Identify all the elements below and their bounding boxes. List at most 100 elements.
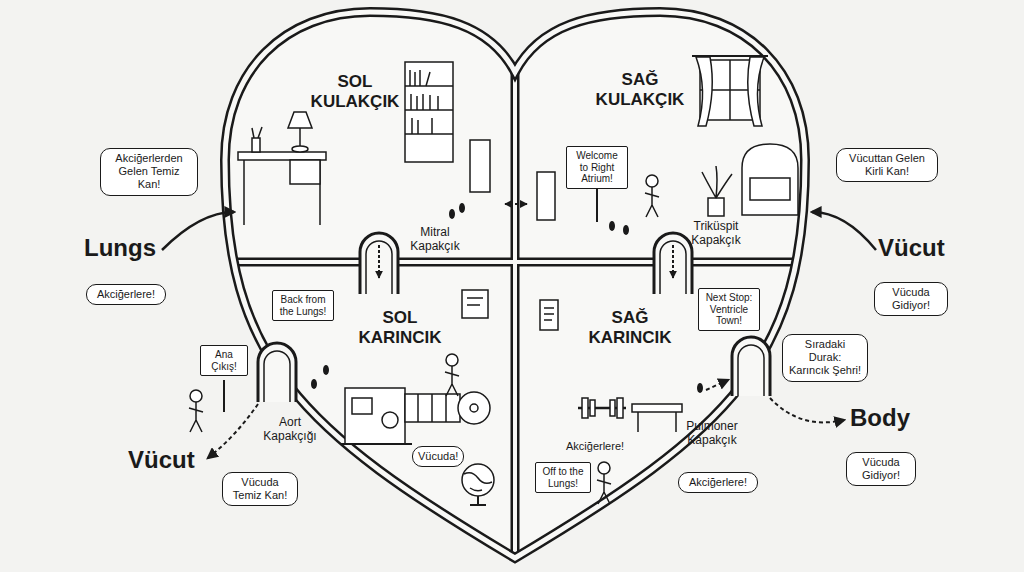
flow-connector [378,245,380,278]
flow-arrow [208,404,258,458]
right-atrium-furniture [623,225,629,235]
speech-bubble: Vücuda Temiz Kan! [222,472,298,506]
left-atrium-furniture [238,152,326,160]
valve-label: Triküspit Kapakçık [684,220,748,248]
right-ventricle-gym [632,404,682,412]
flow-connector [672,245,674,278]
valve-arch [660,241,686,294]
bubble-text: Sıradaki Durak: Karıncık Şehri! [788,338,862,378]
valve-label: Aort Kapakçığı [262,416,318,444]
right-ventricle-gym [540,300,558,330]
bubble-text: Akciğerlerden Gelen Temiz Kan! [106,152,192,192]
left-atrium-furniture [299,128,301,146]
bubble-text: Akciğerlere! [92,288,160,301]
flow-arrow [162,212,234,250]
left-ventricle-machine [462,464,494,496]
left-atrium-furniture [405,62,453,162]
sign-board: Off to the Lungs! [535,462,591,493]
heart-outline [200,60,830,570]
right-ventricle-gym [544,308,554,320]
bubble-text: Vücuda! [418,450,458,463]
speech-bubble: Vücuttan Gelen Kirli Kan! [836,148,938,182]
left-ventricle-machine [340,443,412,445]
chamber-title: SOL KARINCIK [345,308,455,347]
flow-arrow [223,380,225,412]
left-ventricle-machine [345,388,405,444]
heart-outline [200,60,830,570]
right-atrium-furniture [750,178,790,200]
left-ventricle-machine [311,290,494,505]
right-ventricle-gym [697,383,703,393]
right-ventricle-gym [582,398,588,418]
chamber-title: SAĞ KARINCIK [575,308,685,347]
left-ventricle-machine [418,394,446,422]
valve-arch [264,351,290,402]
right-atrium-furniture [696,57,712,126]
left-atrium-furniture [459,203,465,213]
right-ventricle-gym [610,400,615,416]
heart-outline [200,12,830,570]
speech-bubble: Vücuda Gidiyor! [846,452,916,486]
bubble-text: Welcome to Right Atrium! [571,150,623,185]
left-atrium-furniture [288,112,312,128]
valve-arch [366,241,392,294]
heart-outline [225,12,805,558]
bubble-text: Vücuda Temiz Kan! [228,476,292,502]
heart-outline [200,60,830,570]
bubble-text: Back from the Lungs! [277,294,329,317]
bubble-text: Ana Çıkış! [205,349,243,372]
left-ventricle-machine [405,394,460,422]
right-atrium-furniture [692,55,768,57]
heart-outline [225,12,805,558]
right-ventricle-gym [540,300,703,432]
left-ventricle-machine [323,365,329,375]
left-ventricle-machine [467,298,483,305]
left-atrium-furniture [290,160,320,184]
right-atrium-furniture [702,166,732,198]
valve-arch [258,233,770,402]
sign-board: Next Stop: Ventricle Town! [698,288,760,331]
bubble-text: Vücuttan Gelen Kirli Kan! [842,152,932,178]
right-atrium-furniture [742,144,798,215]
right-ventricle-gym [617,398,623,418]
heart-chamber: SOL KULAKÇIK [240,40,505,245]
sign-board: Back from the Lungs! [272,290,334,321]
stick-figures [597,462,611,504]
flow-arrow [770,398,844,422]
flow-connector [505,203,527,205]
bubble-text: Off to the Lungs! [540,466,586,489]
speech-bubble: Vücuda! [412,446,464,467]
stick-figures [445,354,459,396]
bubble-text: Akciğerlere! [684,476,752,489]
valve-arch [360,233,398,294]
left-atrium-furniture [449,209,455,219]
left-atrium-furniture [405,86,453,134]
right-atrium-furniture [700,60,760,120]
destination-label: Vücut [878,234,945,262]
left-atrium-furniture [244,160,320,225]
bubble-text: Vücuda Gidiyor! [852,456,910,482]
left-atrium-furniture [292,146,308,152]
destination-label: Body [850,404,910,432]
speech-bubble: Sıradaki Durak: Karıncık Şehri! [782,334,868,382]
right-ventricle-gym [590,400,595,416]
bubble-text: Vücuda Gidiyor! [880,286,942,312]
chamber-title: SAĞ KULAKÇIK [585,70,695,109]
left-ventricle-machine [470,404,478,412]
valve-arch [738,345,764,396]
left-atrium-furniture [410,70,438,134]
right-ventricle-gym [638,412,676,432]
left-ventricle-machine [382,412,398,428]
flow-arrow [706,380,728,390]
right-atrium-furniture [596,184,598,222]
chamber-title: SOL KULAKÇIK [300,72,410,111]
destination-label: Lungs [84,234,156,262]
left-ventricle-machine [458,392,490,424]
flow-arrow [162,212,876,458]
left-atrium-furniture [470,140,490,192]
left-ventricle-machine [352,398,372,414]
left-atrium-furniture [252,138,260,152]
left-ventricle-machine [470,496,486,505]
destination-label: Vücut [128,446,195,474]
